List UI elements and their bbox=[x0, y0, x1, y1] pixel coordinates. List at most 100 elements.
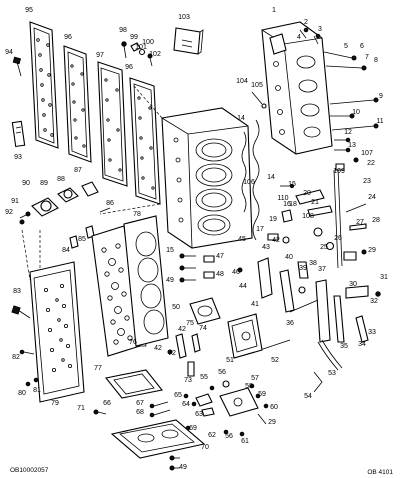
decal-93 bbox=[11, 120, 26, 148]
callout-c109: 109 bbox=[333, 168, 345, 175]
callout-c74: 74 bbox=[199, 325, 207, 332]
crankcase-bolts bbox=[299, 27, 379, 153]
reference-code-left: OB10002057 bbox=[10, 467, 49, 474]
callout-c17: 17 bbox=[256, 226, 264, 233]
callout-c63: 63 bbox=[195, 411, 203, 418]
callout-c13: 13 bbox=[348, 142, 356, 149]
callout-c2: 2 bbox=[304, 19, 308, 26]
callout-c14b: 14 bbox=[267, 174, 275, 181]
reference-code-right: OB 4101 bbox=[367, 469, 393, 476]
callout-c75: 75 bbox=[186, 320, 194, 327]
callout-c96a: 96 bbox=[64, 34, 72, 41]
callout-c8: 8 bbox=[374, 57, 378, 64]
callout-c87: 87 bbox=[74, 167, 82, 174]
callout-c29a: 29 bbox=[368, 247, 376, 254]
callout-c37: 37 bbox=[318, 266, 326, 273]
callout-c14a: 14 bbox=[237, 115, 245, 122]
plate-70 bbox=[110, 419, 206, 459]
callout-c53: 53 bbox=[328, 370, 336, 377]
callout-c55: 55 bbox=[200, 374, 208, 381]
callout-c47: 47 bbox=[216, 253, 224, 260]
callout-c42b: 42 bbox=[178, 326, 186, 333]
callout-c18: 18 bbox=[289, 201, 297, 208]
callout-c58: 58 bbox=[245, 383, 253, 390]
callout-c34: 34 bbox=[358, 341, 366, 348]
callout-c29b: 29 bbox=[268, 419, 276, 426]
small-fasteners-98-102 bbox=[121, 41, 153, 67]
callout-c22: 22 bbox=[367, 160, 375, 167]
callout-c100: 100 bbox=[142, 39, 154, 46]
crankcase-1 bbox=[261, 21, 333, 155]
callout-c98: 98 bbox=[119, 27, 127, 34]
cover-plate-79 bbox=[29, 261, 85, 403]
plate-51 bbox=[227, 313, 263, 359]
callout-c92: 92 bbox=[5, 209, 13, 216]
linkage-rod-109 bbox=[333, 157, 359, 269]
callout-c48: 48 bbox=[216, 271, 224, 278]
linkage-parts-right bbox=[267, 183, 367, 261]
callout-c82: 82 bbox=[12, 354, 20, 361]
callout-c41: 41 bbox=[251, 301, 259, 308]
callout-c110: 110 bbox=[277, 195, 288, 202]
callout-c44: 44 bbox=[239, 283, 247, 290]
callout-c24: 24 bbox=[368, 194, 376, 201]
callout-c104: 104 bbox=[236, 78, 248, 85]
callout-c56a: 56 bbox=[218, 369, 226, 376]
callout-c99: 99 bbox=[130, 34, 138, 41]
callout-c43: 43 bbox=[262, 244, 270, 251]
callout-c80: 80 bbox=[18, 390, 26, 397]
cover-plate-97 bbox=[97, 61, 128, 187]
brackets-72-75 bbox=[167, 333, 201, 377]
callout-c81: 81 bbox=[33, 387, 41, 394]
callout-c32: 32 bbox=[370, 298, 378, 305]
callout-c76: 76 bbox=[129, 339, 137, 346]
callout-c42c: 42 bbox=[154, 345, 162, 352]
callout-c28: 28 bbox=[372, 217, 380, 224]
callout-c19: 19 bbox=[269, 216, 277, 223]
bypass-valve-assembly bbox=[183, 380, 269, 437]
callout-c6: 6 bbox=[360, 43, 364, 50]
callout-c106: 106 bbox=[243, 179, 255, 186]
callout-c15b: 15 bbox=[166, 247, 174, 254]
callout-c4: 4 bbox=[297, 34, 301, 41]
callout-c11: 11 bbox=[376, 118, 383, 125]
callout-c20: 20 bbox=[303, 190, 311, 197]
callout-c35: 35 bbox=[340, 343, 348, 350]
callout-c54: 54 bbox=[304, 393, 312, 400]
gasket-96-left bbox=[63, 45, 92, 163]
callout-c70: 70 bbox=[201, 444, 209, 451]
callout-c91: 91 bbox=[11, 198, 19, 205]
head-gasket-76 bbox=[123, 215, 169, 347]
callout-c16: 16 bbox=[283, 201, 291, 208]
bolts-49-bottom bbox=[93, 409, 180, 471]
callout-c78: 78 bbox=[133, 211, 141, 218]
callout-c88: 88 bbox=[57, 176, 65, 183]
callout-c73: 73 bbox=[184, 377, 192, 384]
callout-c7: 7 bbox=[365, 54, 369, 61]
callout-c84: 84 bbox=[62, 247, 70, 254]
callout-c103: 103 bbox=[178, 14, 190, 21]
callout-c102: 102 bbox=[149, 51, 161, 58]
callout-c26: 26 bbox=[334, 235, 342, 242]
callout-c66: 66 bbox=[103, 400, 111, 407]
callout-c10: 10 bbox=[352, 109, 360, 116]
fasteners-80-83 bbox=[11, 305, 39, 387]
callout-c96b: 96 bbox=[125, 64, 133, 71]
callout-c40: 40 bbox=[285, 254, 293, 261]
callout-c39: 39 bbox=[299, 265, 307, 272]
callout-c25: 25 bbox=[320, 244, 328, 251]
callout-c60: 60 bbox=[270, 404, 278, 411]
callout-c1: 1 bbox=[272, 7, 276, 14]
thermostat-assembly bbox=[19, 181, 111, 249]
callout-c95: 95 bbox=[25, 7, 33, 14]
callout-c9: 9 bbox=[379, 93, 383, 100]
callout-c56b: 56 bbox=[225, 433, 233, 440]
callout-c65: 65 bbox=[174, 392, 182, 399]
callout-c52: 52 bbox=[271, 357, 279, 364]
callout-c90: 90 bbox=[22, 180, 30, 187]
callout-c86: 86 bbox=[106, 200, 114, 207]
callout-c83: 83 bbox=[13, 288, 21, 295]
callout-c23: 23 bbox=[363, 178, 371, 185]
